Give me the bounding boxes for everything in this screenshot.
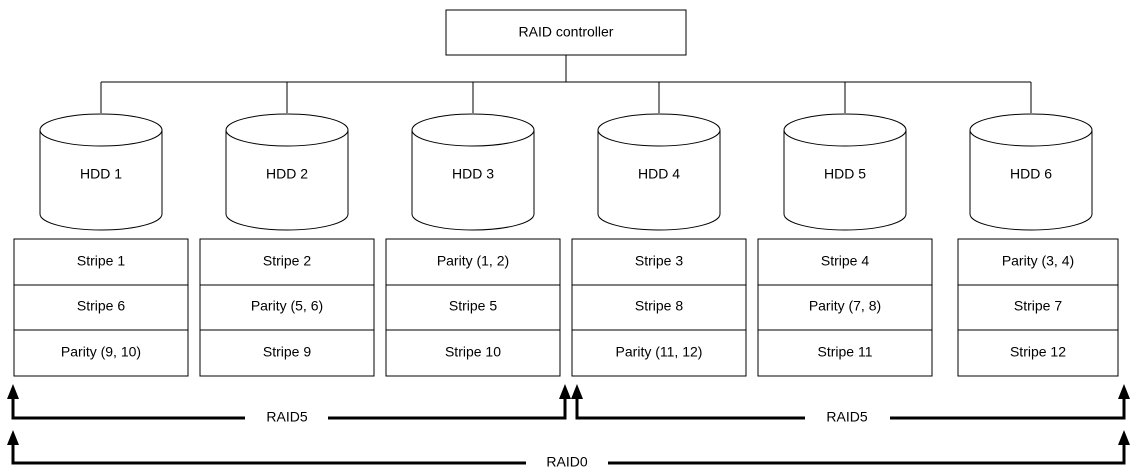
hdd-6: HDD 6 Parity (3, 4) Stripe 7 Stripe 12 bbox=[957, 113, 1119, 377]
hdd-3-cell-2: Stripe 5 bbox=[449, 298, 497, 314]
hdd-4: HDD 4 Stripe 3 Stripe 8 Parity (11, 12) bbox=[571, 113, 747, 377]
raid-controller-label: RAID controller bbox=[519, 24, 614, 40]
hdd-1-cell-1: Stripe 1 bbox=[77, 253, 125, 269]
hdd-2-stripe-table bbox=[199, 238, 375, 377]
arrow-up-icon bbox=[571, 384, 583, 399]
hdd-2: HDD 2 Stripe 2 Parity (5, 6) Stripe 9 bbox=[199, 113, 375, 377]
hdd-4-cell-1: Stripe 3 bbox=[635, 253, 683, 269]
hdd-4-cylinder bbox=[597, 113, 721, 231]
raid5-right-bracket bbox=[575, 398, 1126, 420]
raid5-left-label: RAID5 bbox=[266, 409, 307, 425]
hdd-6-cell-2: Stripe 7 bbox=[1014, 298, 1062, 314]
hdd-1-stripe-table bbox=[13, 238, 189, 377]
hdd-6-label: HDD 6 bbox=[1010, 166, 1052, 182]
hdd-5: HDD 5 Stripe 4 Parity (7, 8) Stripe 11 bbox=[757, 113, 933, 377]
hdd-1-cell-3: Parity (9, 10) bbox=[61, 344, 141, 360]
hdd-3: HDD 3 Parity (1, 2) Stripe 5 Stripe 10 bbox=[385, 113, 561, 377]
hdd-3-stripe-table bbox=[385, 238, 561, 377]
hdd-5-stripe-table bbox=[757, 238, 933, 377]
raid0-bracket bbox=[11, 444, 1126, 465]
hdd-1-label: HDD 1 bbox=[80, 166, 122, 182]
raid5-group-right: RAID5 bbox=[571, 384, 1130, 425]
hdd-3-cell-1: Parity (1, 2) bbox=[437, 253, 509, 269]
raid5-left-bracket bbox=[11, 398, 567, 420]
arrow-up-icon bbox=[7, 430, 19, 445]
raid0-group: RAID0 bbox=[7, 430, 1130, 470]
hdd-2-label: HDD 2 bbox=[266, 166, 308, 182]
hdd-3-label: HDD 3 bbox=[452, 166, 494, 182]
raid0-label: RAID0 bbox=[546, 454, 587, 470]
hdd-1: HDD 1 Stripe 1 Stripe 6 Parity (9, 10) bbox=[13, 113, 189, 377]
hdd-3-cell-3: Stripe 10 bbox=[445, 344, 501, 360]
hdd-5-cell-3: Stripe 11 bbox=[818, 344, 873, 360]
arrow-up-icon bbox=[559, 384, 571, 399]
arrow-up-icon bbox=[1118, 430, 1130, 445]
hdd-4-label: HDD 4 bbox=[638, 166, 680, 182]
hdd-2-cell-2: Parity (5, 6) bbox=[251, 298, 323, 314]
hdd-5-cell-2: Parity (7, 8) bbox=[809, 298, 881, 314]
hdd-4-stripe-table bbox=[571, 238, 747, 377]
raid5-group-left: RAID5 bbox=[7, 384, 571, 425]
controller-connectors bbox=[100, 55, 1032, 113]
hdd-1-cylinder bbox=[39, 113, 163, 231]
raid5-right-label: RAID5 bbox=[826, 409, 867, 425]
hdd-5-cell-1: Stripe 4 bbox=[821, 253, 869, 269]
hdd-4-cell-3: Parity (11, 12) bbox=[616, 344, 703, 360]
raid-controller-box bbox=[445, 9, 687, 56]
hdd-2-cell-1: Stripe 2 bbox=[263, 253, 311, 269]
hdd-4-cell-2: Stripe 8 bbox=[635, 298, 683, 314]
hdd-5-label: HDD 5 bbox=[824, 166, 866, 182]
hdd-6-cylinder bbox=[969, 113, 1093, 231]
hdd-6-cell-1: Parity (3, 4) bbox=[1002, 253, 1074, 269]
hdd-2-cell-3: Stripe 9 bbox=[263, 344, 311, 360]
hdd-5-cylinder bbox=[783, 113, 907, 231]
hdd-6-stripe-table bbox=[957, 238, 1119, 377]
hdd-6-cell-3: Stripe 12 bbox=[1010, 344, 1066, 360]
arrow-up-icon bbox=[1118, 384, 1130, 399]
arrow-up-icon bbox=[7, 384, 19, 399]
hdd-3-cylinder bbox=[411, 113, 535, 231]
hdd-2-cylinder bbox=[225, 113, 349, 231]
hdd-1-cell-2: Stripe 6 bbox=[77, 298, 125, 314]
